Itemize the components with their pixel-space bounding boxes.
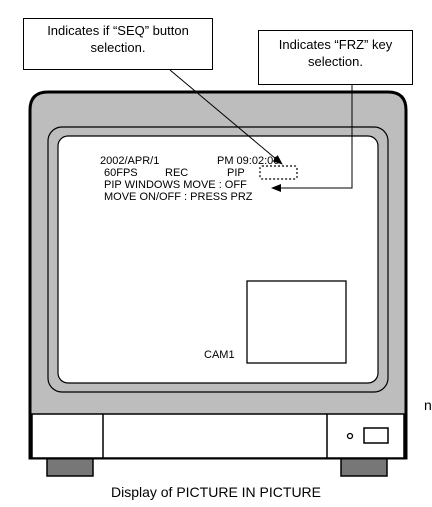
pip-window — [247, 281, 346, 363]
frz-callout: Indicates “FRZ” key selection. — [258, 30, 413, 85]
figure-caption: Display of PICTURE IN PICTURE — [0, 484, 432, 500]
pip-move-status: PIP WINDOWS MOVE : OFF — [104, 179, 247, 191]
power-button — [364, 428, 388, 443]
seq-callout: Indicates if “SEQ” button selection. — [23, 18, 213, 70]
date-readout: 2002/APR/1 — [100, 155, 159, 167]
stray-text-fragment: n. — [424, 397, 432, 413]
camera-label: CAM1 — [204, 349, 235, 361]
rec-indicator: REC — [165, 167, 188, 179]
time-readout: PM 09:02:06 — [217, 155, 279, 167]
control-panel — [32, 414, 404, 458]
pip-indicator: PIP — [227, 167, 245, 179]
move-toggle-hint: MOVE ON/OFF : PRESS PRZ — [104, 191, 253, 203]
fps-readout: 60FPS — [104, 167, 138, 179]
